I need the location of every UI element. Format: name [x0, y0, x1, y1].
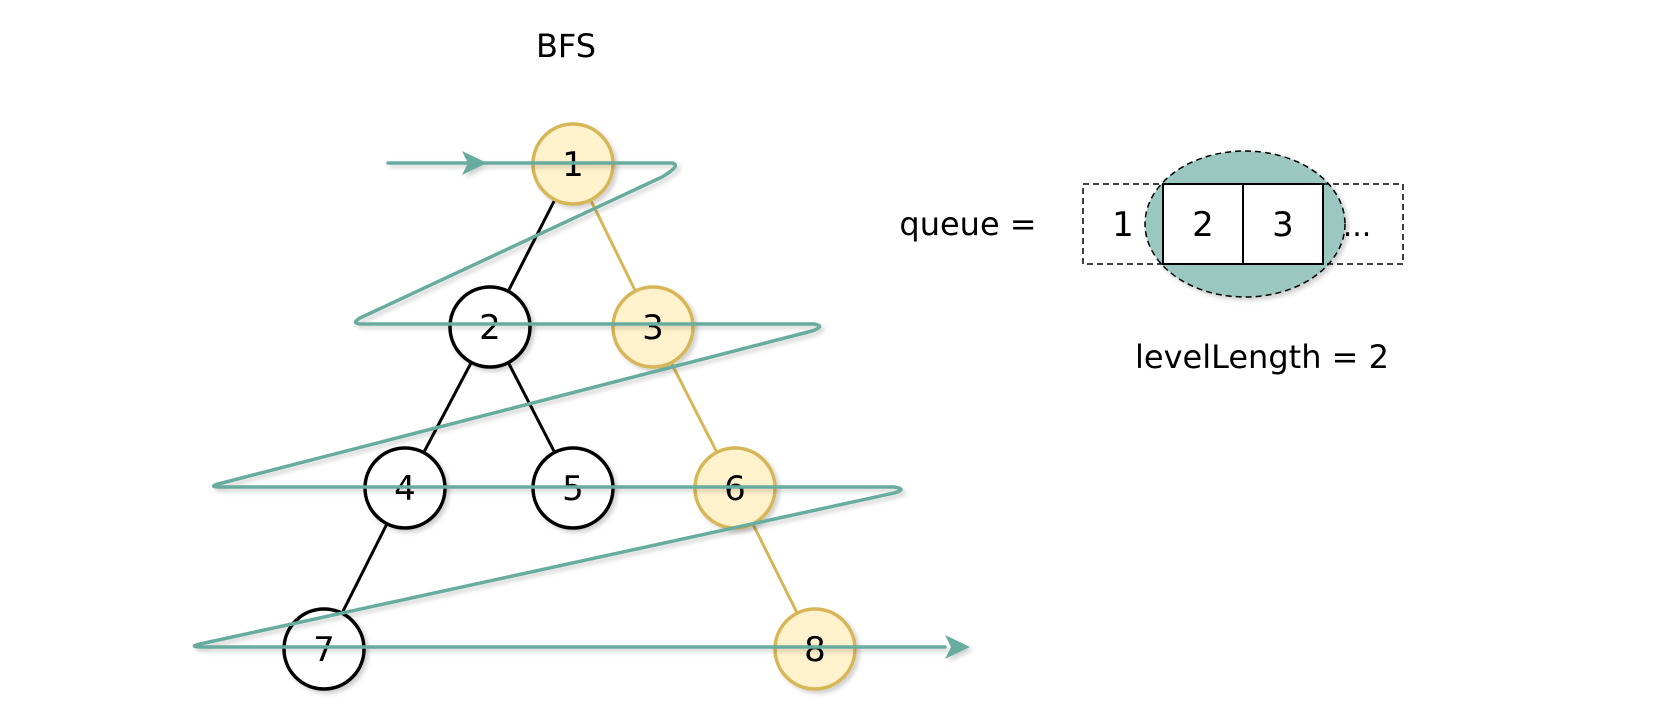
node-label: 2: [479, 308, 501, 348]
queue-label: queue =: [899, 205, 1036, 243]
node-label: 8: [804, 630, 826, 670]
start-arrowhead: [462, 151, 487, 175]
bfs-traversal-path: [192, 151, 970, 659]
tree-node-2: 2: [448, 285, 532, 369]
node-label: 7: [313, 630, 335, 670]
queue-cell-value: ...: [1343, 209, 1372, 244]
node-label: 5: [562, 469, 584, 509]
traversal-line: [192, 161, 947, 649]
queue-cell-value: 2: [1192, 205, 1214, 245]
tree-nodes: 1 2 3 4 5 6 7 8: [282, 122, 857, 691]
tree-edges: [322, 163, 817, 650]
queue-cell-value: 1: [1112, 205, 1134, 245]
queue-cell-3: [1242, 183, 1324, 265]
node-circle: [282, 607, 366, 691]
tree-node-3: 3: [611, 285, 695, 369]
node-label: 4: [394, 469, 416, 509]
end-arrowhead: [945, 635, 970, 659]
queue-cells: 1 2 3...: [1082, 183, 1404, 265]
tree-node-7: 7: [282, 607, 366, 691]
queue-cell-4: [1322, 183, 1404, 265]
queue-cell-value: 3: [1272, 205, 1294, 245]
node-label: 1: [562, 145, 584, 185]
node-label: 6: [724, 469, 746, 509]
level-length-label: levelLength = 2: [1135, 338, 1389, 376]
node-circle: [611, 285, 695, 369]
node-circle: [448, 285, 532, 369]
node-label: 3: [642, 308, 664, 348]
tree-node-8: 8: [773, 607, 857, 691]
node-circle: [773, 607, 857, 691]
diagram-title: BFS: [536, 27, 596, 65]
